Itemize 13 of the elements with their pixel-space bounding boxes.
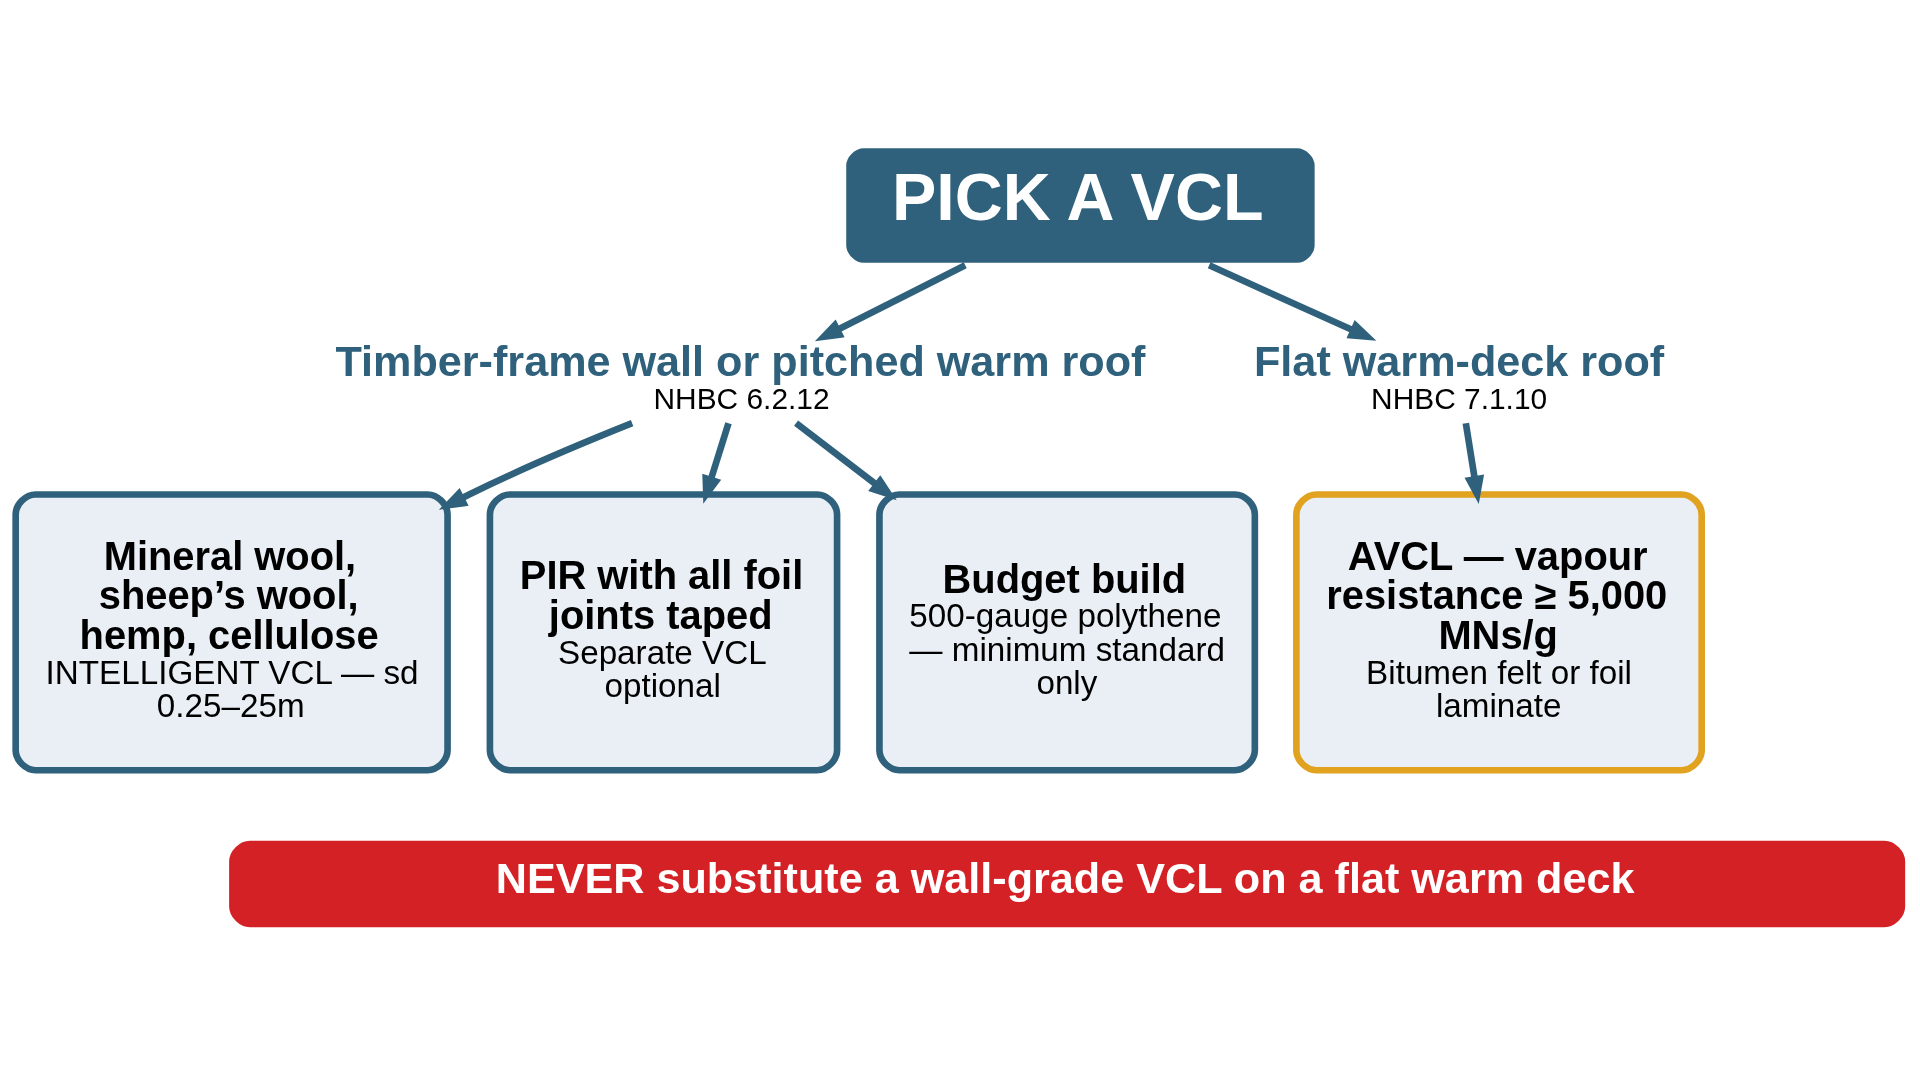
arrow [438, 420, 634, 510]
arrow [794, 420, 897, 501]
node-box: NEVER substitute a wall-grade VCL on a flat warm deck [229, 840, 1906, 928]
arrow [814, 262, 967, 342]
node-text: Flat warm-deck roof NHBC 7.1.10 [1254, 337, 1665, 415]
node-box: Mineral wool, sheep’s wool, hemp, cellulose INTELLIGENT VCL — sd 0.25–25m [12, 491, 451, 774]
arrow [1462, 422, 1485, 505]
node-box: PIR with all foil joints taped Separate VCL optional [486, 491, 841, 774]
arrow [1207, 262, 1377, 341]
node-box: AVCL — vapour resistance ≥ 5,000 MNs/g Bitumen felt or foil laminate [1293, 491, 1705, 774]
node-text: Timber-frame wall or pitched warm roof NHBC 6.2.12 [335, 337, 1146, 415]
node-box: Budget build 500-gauge polythene — minimum standard only [876, 491, 1259, 774]
arrow [702, 422, 732, 504]
